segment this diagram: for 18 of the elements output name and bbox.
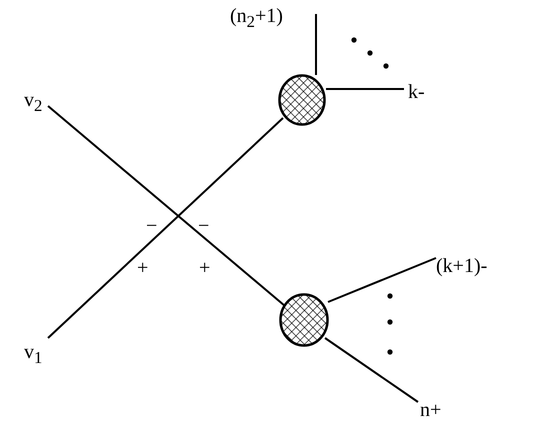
sign-label: + <box>199 256 210 280</box>
sign-label: − <box>146 214 158 238</box>
line-label: (k+1)- <box>436 254 488 278</box>
sign-label: + <box>137 256 148 280</box>
line <box>328 257 436 303</box>
line <box>315 14 317 75</box>
line-label: v$_{1}$ <box>24 340 42 370</box>
line-label: v$_{2}$ <box>24 88 42 118</box>
line <box>47 105 286 307</box>
line <box>324 337 419 403</box>
line <box>47 117 284 339</box>
line <box>326 88 404 90</box>
line-label: k- <box>408 80 425 104</box>
line-label: (n$_{2}$+1) <box>230 4 283 34</box>
hatched-blob <box>278 74 326 126</box>
line-label: n+ <box>420 398 442 422</box>
sign-label: − <box>198 214 210 238</box>
hatched-blob <box>279 293 329 347</box>
